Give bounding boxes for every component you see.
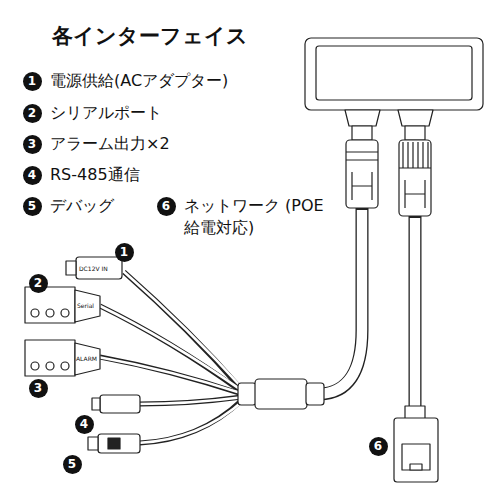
terminal-block <box>25 340 75 376</box>
connector-nose <box>88 437 98 450</box>
terminal-block <box>25 287 75 323</box>
rj45-port <box>402 444 430 470</box>
callout-number: 1 <box>23 72 42 91</box>
debug-connector <box>98 434 140 453</box>
callout-number: 3 <box>23 135 42 154</box>
interface-label: アラーム出力×2 <box>50 133 170 155</box>
junction-tube <box>255 379 307 409</box>
terminal-housing <box>75 290 100 322</box>
connector-latch <box>108 438 120 449</box>
callout-number: 6 <box>157 197 176 216</box>
interface-label: RS-485通信 <box>50 164 140 186</box>
callout-number: 1 <box>115 243 134 262</box>
callout-number: 5 <box>63 455 82 474</box>
callout-number: 5 <box>23 197 42 216</box>
interface-label: 電源供給(ACアダプター) <box>50 70 228 92</box>
network-connector <box>399 140 431 216</box>
device-lid <box>316 46 472 100</box>
callout-number: 2 <box>29 274 48 293</box>
connector-knurl <box>399 142 431 208</box>
diagram-title: 各インターフェイス <box>52 22 248 50</box>
connector-text: DC12V IN <box>79 265 108 272</box>
callout-number: 4 <box>75 415 94 434</box>
dc-plug-tip <box>66 261 76 275</box>
round-connector <box>346 140 378 208</box>
connector-ribs <box>346 152 378 200</box>
callout-number: 2 <box>23 104 42 123</box>
device-housing <box>305 38 483 110</box>
terminal-housing <box>75 343 100 375</box>
connector-nose <box>92 398 100 410</box>
connector-text: ALARM <box>76 355 97 362</box>
rj45-latch <box>410 464 422 470</box>
connector-text: Serial <box>77 302 94 309</box>
rj45-coupler <box>394 418 438 482</box>
rs485-connector <box>100 395 140 413</box>
interface-label: シリアルポート <box>50 102 162 124</box>
callout-number: 3 <box>29 379 48 398</box>
gland-neck <box>405 126 425 140</box>
dc-plug <box>76 257 122 279</box>
interface-label: ネットワーク (POE給電対応) <box>184 195 324 239</box>
callout-number: 6 <box>369 437 388 456</box>
interface-label: デバッグ <box>50 195 114 217</box>
cable-gland <box>345 110 380 126</box>
junction-collar <box>238 383 256 405</box>
gland-neck <box>352 126 372 140</box>
junction-collar <box>306 383 324 405</box>
callout-number: 4 <box>23 166 42 185</box>
cable-gland <box>398 110 433 126</box>
